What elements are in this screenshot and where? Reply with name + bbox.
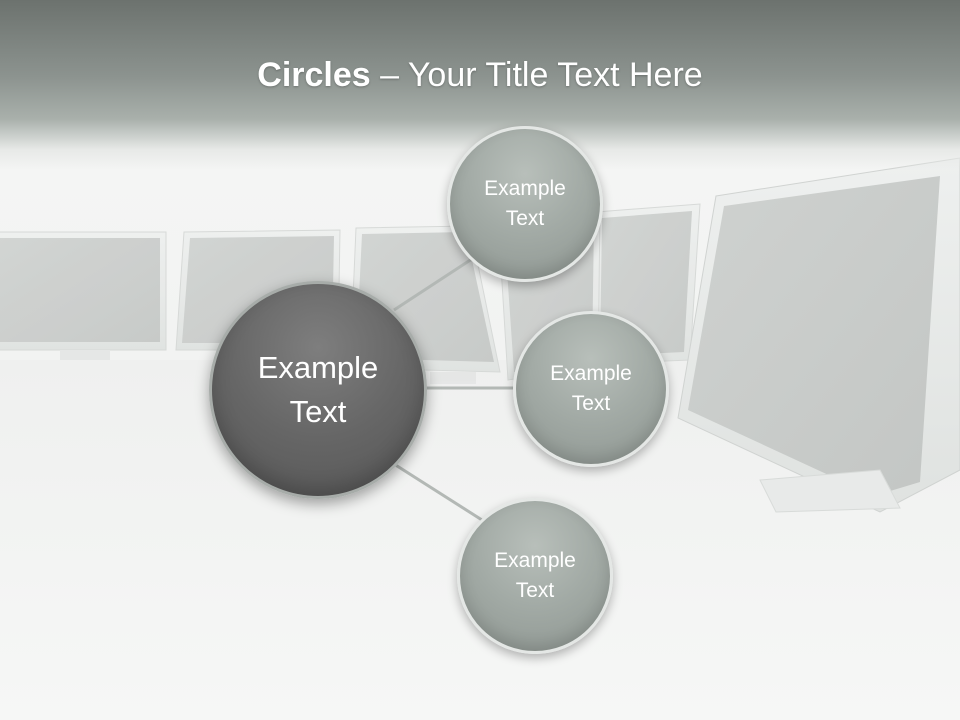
node-circle-middle: Example Text: [513, 311, 669, 467]
connector-bottom: [393, 462, 483, 522]
monitor-5: [677, 157, 960, 513]
node-middle-line1: Example: [550, 362, 632, 385]
node-circle-bottom: Example Text: [457, 498, 613, 654]
title-bold: Circles: [257, 56, 371, 94]
monitor-1: [0, 231, 167, 360]
node-circle-top: Example Text: [447, 126, 603, 282]
center-circle-line2: Text: [289, 394, 347, 429]
node-top-line1: Example: [484, 177, 566, 200]
node-top-line2: Text: [505, 207, 545, 230]
node-bottom-line2: Text: [515, 579, 555, 602]
title-rest: – Your Title Text Here: [370, 56, 703, 94]
connector-top: [393, 253, 479, 312]
node-bottom-line1: Example: [494, 549, 576, 572]
center-circle-line1: Example: [257, 350, 379, 385]
slide-title: Circles – Your Title Text Here: [0, 52, 960, 98]
center-circle: Example Text: [209, 281, 427, 499]
node-middle-line2: Text: [571, 392, 611, 415]
